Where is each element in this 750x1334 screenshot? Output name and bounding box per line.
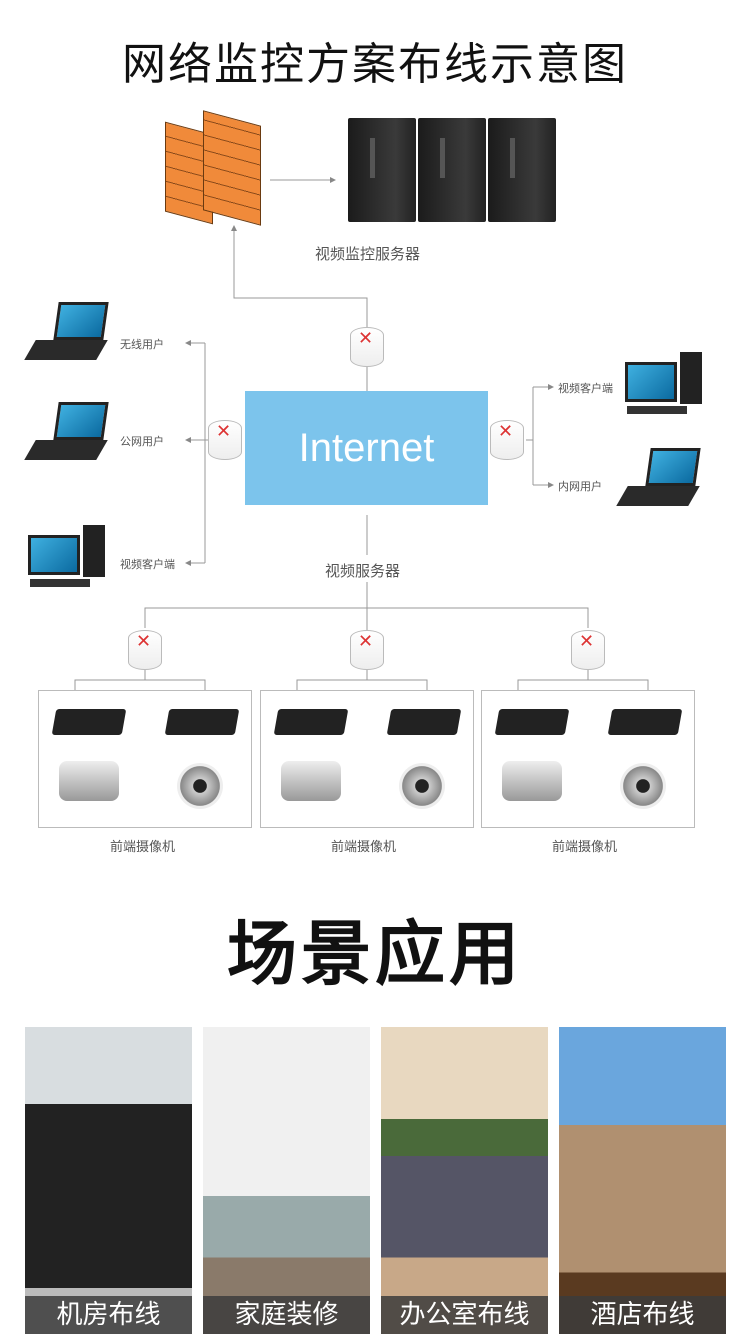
scenario-label: 机房布线 (25, 1296, 192, 1334)
scenario-server-room: 机房布线 (25, 1027, 192, 1334)
camera-icon (399, 763, 445, 809)
router-icon (350, 327, 384, 367)
client-label: 公网用户 (120, 435, 164, 448)
router-icon (490, 420, 524, 460)
camera-icon (620, 763, 666, 809)
client-label: 内网用户 (558, 480, 602, 493)
nvr-icon (386, 709, 462, 735)
scenario-label: 办公室布线 (381, 1296, 548, 1334)
camera-group-label: 前端摄像机 (552, 840, 618, 855)
connection-lines (74, 177, 649, 690)
nvr-icon (607, 709, 683, 735)
section-title: 场景应用 (227, 913, 523, 995)
router-icon (208, 420, 242, 460)
laptop-icon (616, 448, 701, 512)
scenario-home: 家庭装修 (203, 1027, 370, 1334)
page-title: 网络监控方案布线示意图 (122, 39, 628, 90)
scenario-hotel: 酒店布线 (559, 1027, 726, 1334)
nvr-icon (51, 709, 127, 735)
nvr-icon (494, 709, 570, 735)
nvr-icon (164, 709, 240, 735)
client-label: 无线用户 (120, 338, 164, 351)
router-icon (350, 630, 384, 670)
laptop-icon (24, 302, 109, 366)
camera-group (38, 690, 252, 828)
client-label: 视频客户端 (558, 382, 613, 395)
video-server-label: 视频服务器 (325, 562, 401, 580)
client-label: 视频客户端 (120, 558, 175, 571)
ptz-camera-icon (502, 761, 562, 801)
router-icon (571, 630, 605, 670)
router-icon (128, 630, 162, 670)
scenario-office: 办公室布线 (381, 1027, 548, 1334)
firewall-icon (165, 110, 262, 226)
nvr-icon (273, 709, 349, 735)
camera-group-label: 前端摄像机 (110, 840, 176, 855)
server-icon (348, 118, 416, 222)
internet-cloud: Internet (245, 391, 488, 505)
scenario-label: 酒店布线 (559, 1296, 726, 1334)
camera-group (260, 690, 474, 828)
desktop-icon (28, 525, 108, 595)
camera-icon (177, 763, 223, 809)
scenario-label: 家庭装修 (203, 1296, 370, 1334)
laptop-icon (24, 402, 109, 466)
desktop-icon (625, 352, 705, 422)
server-label: 视频监控服务器 (315, 245, 421, 263)
ptz-camera-icon (59, 761, 119, 801)
ptz-camera-icon (281, 761, 341, 801)
server-icon (488, 118, 556, 222)
server-icon (418, 118, 486, 222)
camera-group-label: 前端摄像机 (331, 840, 397, 855)
camera-group (481, 690, 695, 828)
